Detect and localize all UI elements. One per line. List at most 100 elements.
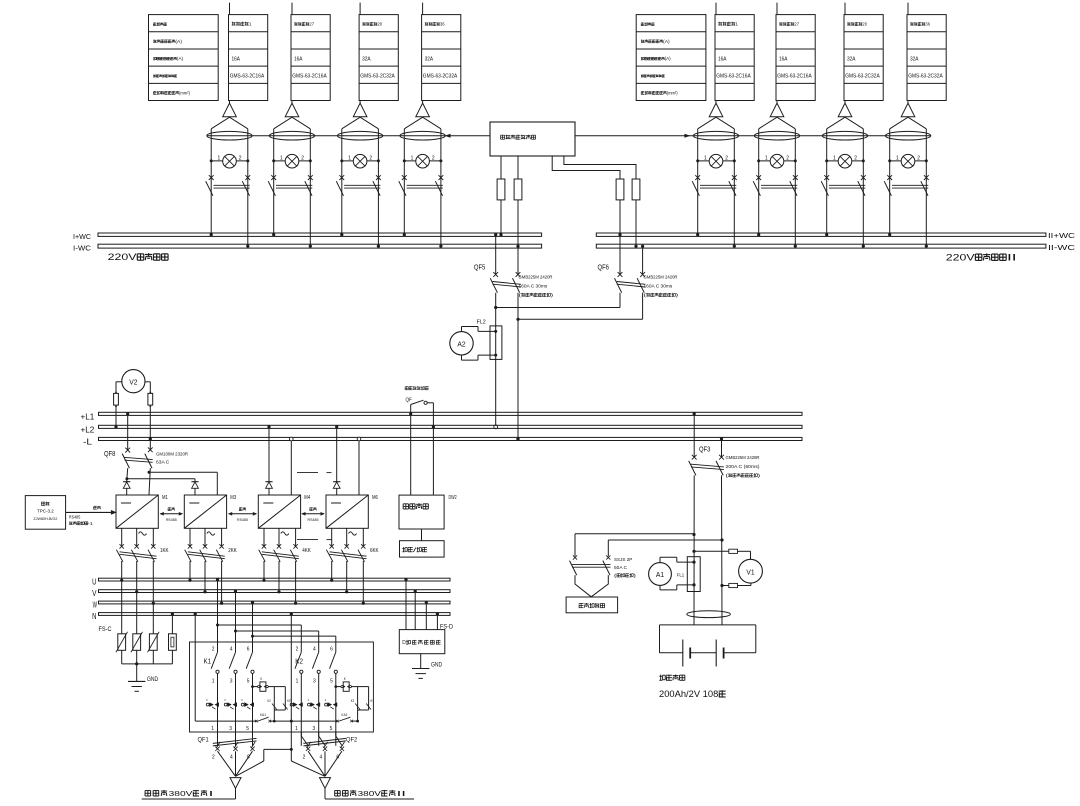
svg-text:2KK: 2KK [228, 548, 237, 554]
svg-text:M1: M1 [162, 495, 168, 501]
svg-text:27: 27 [794, 22, 799, 27]
svg-text:(A): (A) [175, 39, 182, 44]
svg-text:32A: 32A [425, 56, 434, 62]
svg-text:K: K [344, 677, 346, 681]
svg-text:W: W [93, 601, 98, 610]
svg-text:1: 1 [211, 726, 214, 732]
svg-text:2: 2 [301, 156, 304, 162]
svg-text:QF1: QF1 [198, 737, 209, 744]
svg-text:1: 1 [348, 156, 351, 162]
svg-text:F: F [225, 698, 227, 702]
svg-text:GND: GND [147, 676, 158, 683]
svg-text:(mm²): (mm²) [179, 90, 190, 95]
svg-text:FL1: FL1 [677, 572, 685, 577]
svg-text:4: 4 [230, 755, 233, 761]
svg-text:QF5: QF5 [474, 264, 486, 271]
svg-text:K2: K2 [295, 658, 303, 665]
svg-text:1KK: 1KK [160, 548, 169, 554]
svg-text:I: I [209, 791, 214, 798]
svg-text:160A C 30ms: 160A C 30ms [644, 284, 673, 290]
svg-text:(: ( [519, 293, 522, 298]
svg-text:5: 5 [247, 679, 250, 685]
svg-text:6: 6 [247, 647, 250, 653]
svg-text:3: 3 [312, 726, 315, 732]
svg-text:F: F [207, 698, 209, 702]
svg-text:(A): (A) [177, 56, 183, 61]
svg-text:II+WC: II+WC [1048, 233, 1075, 240]
svg-text:M4: M4 [304, 495, 310, 501]
svg-text:): ) [633, 573, 636, 578]
svg-text:1: 1 [249, 22, 252, 27]
svg-text:32A: 32A [847, 56, 856, 62]
svg-text:A1: A1 [656, 570, 664, 579]
svg-text:2: 2 [369, 156, 372, 162]
svg-text:F: F [325, 698, 327, 702]
svg-text:GMS-63-2C16A: GMS-63-2C16A [292, 74, 327, 80]
svg-text:2: 2 [296, 647, 299, 653]
svg-text:1: 1 [411, 156, 414, 162]
svg-text:): ) [758, 473, 761, 478]
svg-text:RS485: RS485 [237, 517, 249, 522]
svg-text:50A C: 50A C [614, 565, 628, 571]
svg-text:K2: K2 [351, 699, 355, 703]
svg-text:5: 5 [330, 679, 333, 685]
svg-text:6KK: 6KK [370, 548, 379, 554]
svg-text:+L2: +L2 [81, 424, 95, 434]
svg-text:380V: 380V [358, 791, 382, 798]
svg-text:2: 2 [786, 156, 789, 162]
svg-text:I-WC: I-WC [73, 244, 91, 253]
svg-text:F: F [308, 698, 310, 702]
svg-text:220V: 220V [946, 252, 975, 262]
svg-text:160A C 30ms: 160A C 30ms [519, 284, 548, 290]
svg-text:220V: 220V [108, 252, 137, 262]
svg-text:GMB225M 2428R: GMB225M 2428R [726, 455, 760, 461]
svg-text:GMS-63-2C32A: GMS-63-2C32A [423, 74, 458, 80]
svg-text:(: ( [644, 293, 647, 298]
svg-text:QF2: QF2 [346, 737, 357, 744]
svg-text:16A: 16A [232, 56, 241, 62]
svg-text:16A: 16A [294, 56, 303, 62]
svg-text:RS485: RS485 [166, 517, 178, 522]
svg-text:32A: 32A [910, 56, 919, 62]
svg-text:380V: 380V [169, 791, 193, 798]
svg-text:K1: K1 [287, 699, 291, 703]
svg-text:36: 36 [925, 22, 930, 27]
svg-text:3: 3 [230, 679, 233, 685]
svg-text:TPC-3.2: TPC-3.2 [37, 509, 54, 514]
svg-text:DW2: DW2 [449, 495, 457, 501]
svg-text:+L1: +L1 [81, 411, 95, 421]
svg-text:2: 2 [212, 755, 215, 761]
svg-text:M3: M3 [230, 495, 236, 501]
svg-text:GMS-63-2C16A: GMS-63-2C16A [777, 74, 812, 80]
svg-text:27: 27 [309, 22, 314, 27]
svg-text:-1: -1 [88, 521, 93, 526]
svg-text:1: 1 [280, 156, 283, 162]
svg-text:2: 2 [725, 156, 728, 162]
svg-text:GMS-63-2C32A: GMS-63-2C32A [845, 74, 880, 80]
svg-text:RS485: RS485 [308, 517, 320, 522]
svg-text:4KK: 4KK [302, 548, 311, 554]
svg-text:GMB225M 2420R: GMB225M 2420R [519, 275, 553, 281]
svg-text:1: 1 [704, 156, 707, 162]
svg-text:K2: K2 [267, 699, 271, 703]
svg-text:F: F [242, 698, 244, 702]
svg-text:FS-D: FS-D [440, 624, 454, 630]
svg-text:II-WC: II-WC [1048, 245, 1075, 252]
svg-text:16A: 16A [718, 56, 727, 62]
svg-text:32A: 32A [362, 56, 371, 62]
svg-text:GMS-63-2C32A: GMS-63-2C32A [360, 74, 395, 80]
svg-text:2: 2 [303, 755, 306, 761]
svg-text:6: 6 [330, 647, 333, 653]
svg-text:63A C: 63A C [156, 460, 170, 466]
svg-text:3: 3 [229, 726, 232, 732]
svg-text:(: ( [726, 473, 729, 478]
svg-text:U: U [92, 578, 97, 587]
svg-text:GND: GND [431, 661, 442, 668]
svg-text:K1: K1 [370, 699, 374, 703]
svg-text:): ) [676, 293, 679, 298]
svg-text:36: 36 [440, 22, 445, 27]
svg-text:1: 1 [295, 726, 298, 732]
svg-text:KA1: KA1 [260, 713, 266, 717]
svg-text:K: K [260, 677, 262, 681]
svg-text:QF8: QF8 [104, 451, 116, 458]
